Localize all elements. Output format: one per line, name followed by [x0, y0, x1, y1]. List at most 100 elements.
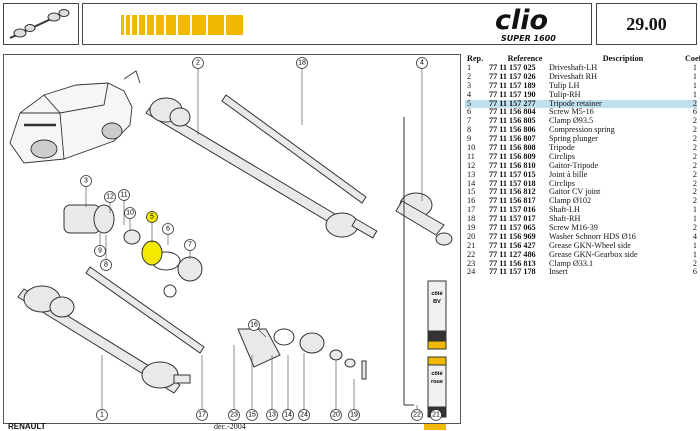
row-rep: 11 [467, 151, 475, 161]
callout-circle[interactable] [196, 409, 208, 421]
row-reference: 77 11 156 812 [489, 187, 536, 197]
row-reference: 77 11 156 805 [489, 116, 536, 126]
callout-circle[interactable] [430, 409, 442, 421]
callout-number: 20 [332, 412, 340, 419]
callout-number: 6 [166, 226, 170, 233]
header-reference: Reference [507, 54, 543, 63]
row-coef: 2 [692, 116, 697, 126]
row-rep: 15 [467, 187, 476, 197]
row-rep: 10 [467, 143, 476, 153]
callout-number: 16 [250, 322, 258, 329]
callout-circle[interactable] [124, 207, 136, 219]
callout-number: 17 [198, 412, 206, 419]
row-rep: 3 [467, 80, 472, 90]
row-description: Grease GKN-Gearbox side [549, 250, 638, 259]
driveshaft-thumbnail-icon [9, 9, 70, 39]
page-number-box: 29.00 [596, 3, 697, 45]
row-description: Washer Schnorr HDS Ø16 [549, 232, 636, 241]
row-coef: 2 [692, 169, 697, 179]
callout-circle[interactable] [248, 319, 260, 331]
callout-circle[interactable] [282, 409, 294, 421]
row-reference: 77 11 157 065 [489, 223, 536, 233]
row-coef: 2 [692, 143, 697, 153]
callout-circle[interactable] [348, 409, 360, 421]
row-coef: 6 [692, 267, 697, 277]
callout-number: 19 [350, 412, 358, 419]
callout-circle[interactable] [184, 239, 196, 251]
row-reference: 77 11 157 025 [489, 63, 536, 72]
callout-circle[interactable] [96, 409, 108, 421]
row-description: Spring plunger [549, 135, 598, 144]
callout-circle[interactable] [416, 57, 428, 69]
header-description: Description [602, 54, 644, 63]
callout-circle[interactable] [298, 409, 310, 421]
callout-circle[interactable] [296, 57, 308, 69]
callout-circle[interactable] [228, 409, 240, 421]
callout-number: 15 [248, 412, 256, 419]
row-description: Insert [549, 268, 568, 277]
tube-label-roue-line2: roue [431, 379, 443, 385]
callout-circle[interactable] [100, 259, 112, 271]
callout-circle[interactable] [192, 57, 204, 69]
row-coef: 2 [692, 151, 697, 161]
callout-circle[interactable] [411, 409, 423, 421]
callout-number: 21 [432, 412, 440, 419]
row-coef: 1 [692, 89, 697, 99]
callout-number: 4 [420, 60, 424, 67]
callout-circle[interactable] [162, 223, 174, 235]
callout-number: 5 [150, 214, 154, 221]
row-rep: 23 [467, 258, 476, 268]
callout-circle[interactable] [118, 189, 130, 201]
callout-circle[interactable] [246, 409, 258, 421]
callout-circle[interactable] [80, 175, 92, 187]
callout-number: 9 [98, 248, 102, 255]
row-rep: 21 [467, 240, 476, 250]
callout-number: 24 [300, 412, 308, 419]
callout-number: 3 [84, 178, 88, 185]
row-reference: 77 11 127 486 [489, 249, 536, 259]
row-coef: 1 [692, 71, 697, 81]
row-rep: 13 [467, 169, 476, 179]
callout-circle[interactable] [266, 409, 278, 421]
row-rep: 18 [467, 214, 476, 224]
row-description: Driveshaft-LH [549, 64, 598, 72]
stripe-mark [178, 15, 190, 35]
row-reference: 77 11 157 016 [489, 205, 536, 215]
callout-circle[interactable] [330, 409, 342, 421]
callout-circle[interactable] [94, 245, 106, 257]
callout-circle[interactable] [104, 191, 116, 203]
row-description: Screw M16-39 [549, 224, 598, 233]
row-coef: 1 [692, 205, 697, 215]
tripode-retainer-highlight [141, 240, 163, 266]
row-description: Gaitor CV joint [549, 188, 601, 197]
row-reference: 77 11 157 189 [489, 80, 536, 90]
yellow-stripes-icon [121, 15, 243, 35]
callout-circle[interactable] [146, 211, 158, 223]
row-description: Screw M5-16 [549, 108, 594, 117]
